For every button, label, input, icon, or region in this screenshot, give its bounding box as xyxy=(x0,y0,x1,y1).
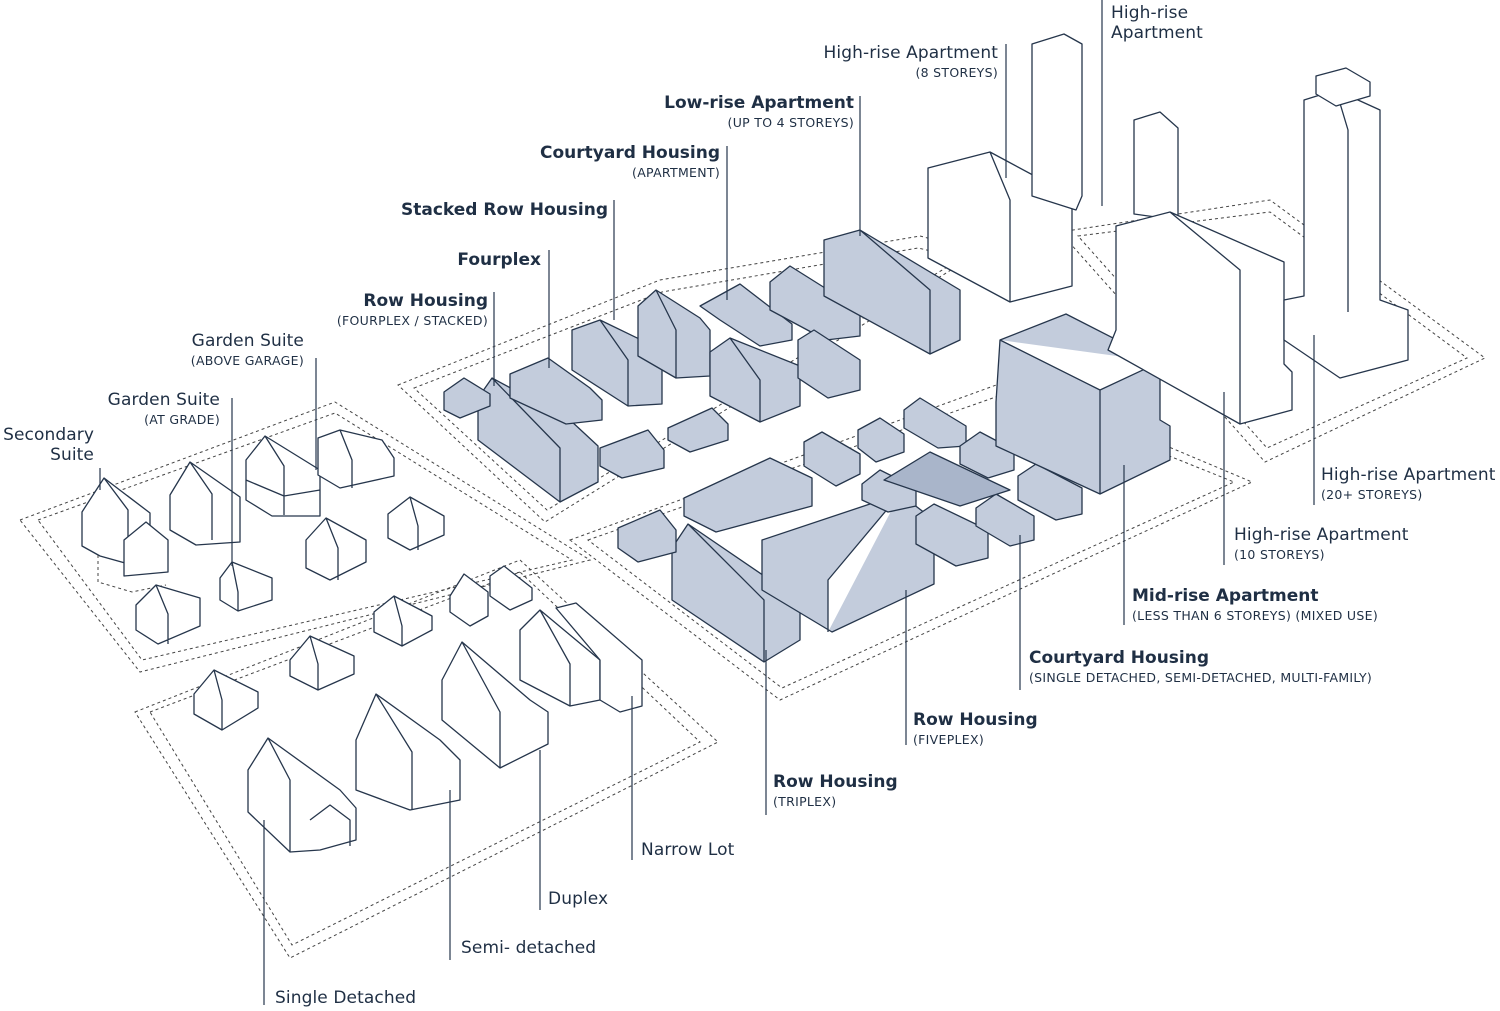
courtyard-house-c xyxy=(857,417,905,463)
label-high-rise-10: High-rise Apartment (10 STOREYS) xyxy=(1234,527,1409,562)
courtyard-apartment-building-d xyxy=(769,265,861,341)
semi-detached-house xyxy=(355,693,461,811)
courtyard-apartment-building-b xyxy=(699,283,793,347)
label-mid-rise-apartment: Mid-rise Apartment (LESS THAN 6 STOREYS)… xyxy=(1132,588,1378,623)
high-rise-tower-mid xyxy=(1133,111,1179,221)
courtyard-housing-row xyxy=(683,457,813,533)
secondary-suite-house xyxy=(81,477,169,593)
row-housing-triplex-building xyxy=(671,523,801,663)
small-house-mt-2 xyxy=(599,429,665,479)
label-secondary-suite: Secondary Suite xyxy=(3,425,94,465)
label-row-housing-fiveplex: Row Housing (FIVEPLEX) xyxy=(913,712,1038,747)
label-low-rise-apartment: Low-rise Apartment (UP TO 4 STOREYS) xyxy=(660,95,854,130)
label-garden-suite-at-grade-sub: (AT GRADE) xyxy=(144,412,220,427)
garden-suite-above-garage xyxy=(317,429,395,489)
house-bl-4 xyxy=(449,573,489,627)
leader-lines xyxy=(99,0,1315,1005)
courtyard-apartment-building-e xyxy=(797,329,861,399)
house-bl-2 xyxy=(289,635,355,691)
label-high-rise-10-sub: (10 STOREYS) xyxy=(1234,547,1325,562)
courtyard-open-space xyxy=(883,451,1011,507)
high-rise-20-storeys xyxy=(1283,89,1409,379)
garden-suite-above-garage-house xyxy=(245,435,321,517)
high-rise-10-storeys xyxy=(1107,211,1293,425)
label-row-housing-fiveplex-sub: (FIVEPLEX) xyxy=(913,732,985,747)
label-low-rise-apartment-sub: (UP TO 4 STOREYS) xyxy=(727,115,854,130)
house-bl-3 xyxy=(373,595,433,647)
courtyard-apartment-building-c xyxy=(709,337,801,423)
label-garden-suite-above-garage: Garden Suite (ABOVE GARAGE) xyxy=(170,333,304,368)
courtyard-house-b xyxy=(803,431,861,487)
label-row-housing-triplex-sub: (TRIPLEX) xyxy=(773,794,837,809)
label-garden-suite-at-grade: Garden Suite (AT GRADE) xyxy=(100,392,220,427)
label-courtyard-multi-title: Courtyard Housing xyxy=(1029,648,1210,668)
garden-suite-at-grade xyxy=(219,561,273,612)
row-housing-fourplex-building xyxy=(477,377,599,503)
label-stacked-row-housing: Stacked Row Housing xyxy=(400,200,608,220)
small-house-mt xyxy=(443,377,491,419)
label-garden-suite-above-garage-title: Garden Suite xyxy=(191,331,304,351)
label-high-rise-10-title: High-rise Apartment xyxy=(1234,525,1409,545)
duplex-house xyxy=(441,641,549,769)
label-high-rise-8-sub: (8 STOREYS) xyxy=(915,65,998,80)
courtyard-house-d xyxy=(903,397,967,449)
label-courtyard-apartment-title: Courtyard Housing xyxy=(540,143,721,163)
label-high-rise-20-sub: (20+ STOREYS) xyxy=(1321,487,1423,502)
label-courtyard-apartment-sub: (APARTMENT) xyxy=(632,165,720,180)
label-row-housing-triplex: Row Housing (TRIPLEX) xyxy=(773,774,898,809)
house-bl-1 xyxy=(193,669,259,731)
label-mid-rise-apartment-sub: (LESS THAN 6 STOREYS) (MIXED USE) xyxy=(1132,608,1378,623)
courtyard-house-f xyxy=(861,469,917,513)
small-house-mt-3 xyxy=(667,407,729,453)
label-row-housing-fourplex-sub: (FOURPLEX / STACKED) xyxy=(336,313,488,328)
label-row-housing-fourplex: Row Housing (FOURPLEX / STACKED) xyxy=(318,293,488,328)
label-mid-rise-apartment-title: Mid-rise Apartment xyxy=(1132,586,1319,606)
courtyard-house-g xyxy=(915,503,989,567)
label-narrow-lot: Narrow Lot xyxy=(641,840,735,860)
label-courtyard-multi-sub: (SINGLE DETACHED, SEMI-DETACHED, MULTI-F… xyxy=(1029,670,1373,685)
single-detached-house xyxy=(247,737,357,853)
label-row-housing-fiveplex-title: Row Housing xyxy=(913,710,1038,730)
label-duplex: Duplex xyxy=(548,889,609,909)
high-rise-tower-top xyxy=(1031,33,1083,211)
courtyard-apartment-building-a xyxy=(637,289,711,379)
narrow-lot-house-a xyxy=(519,609,601,707)
courtyard-house-a xyxy=(617,509,677,563)
house-bl-5 xyxy=(489,565,533,611)
house-left-small xyxy=(387,496,445,551)
house-left-garage xyxy=(135,584,201,645)
fourplex-building xyxy=(509,357,603,425)
label-high-rise-top: High-rise Apartment xyxy=(1111,3,1203,43)
label-high-rise-20-title: High-rise Apartment xyxy=(1321,465,1496,485)
house-left-2 xyxy=(169,461,241,546)
label-high-rise-8-title: High-rise Apartment xyxy=(823,43,998,63)
label-low-rise-apartment-title: Low-rise Apartment xyxy=(664,93,854,113)
high-rise-20-storeys-crown xyxy=(1315,67,1371,107)
label-row-housing-triplex-title: Row Housing xyxy=(773,772,898,792)
narrow-lot-house-b xyxy=(555,602,643,713)
label-high-rise-8: High-rise Apartment (8 STOREYS) xyxy=(800,45,998,80)
label-single-detached: Single Detached xyxy=(275,988,417,1008)
garage-house xyxy=(305,517,367,581)
label-high-rise-20: High-rise Apartment (20+ STOREYS) xyxy=(1321,467,1496,502)
label-courtyard-apartment: Courtyard Housing (APARTMENT) xyxy=(540,145,720,180)
label-courtyard-multi: Courtyard Housing (SINGLE DETACHED, SEMI… xyxy=(1029,650,1372,685)
label-fourplex: Fourplex xyxy=(457,250,541,270)
label-row-housing-fourplex-title: Row Housing xyxy=(363,291,488,311)
label-garden-suite-above-garage-sub: (ABOVE GARAGE) xyxy=(190,353,304,368)
label-semi-detached: Semi- detached xyxy=(461,938,597,958)
label-garden-suite-at-grade-title: Garden Suite xyxy=(107,390,220,410)
